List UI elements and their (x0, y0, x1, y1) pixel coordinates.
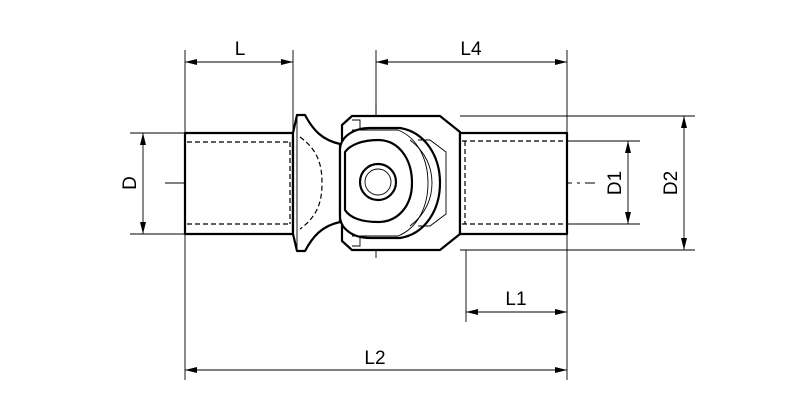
label-L2: L2 (364, 348, 385, 369)
label-D1: D1 (605, 171, 626, 195)
left-hub (183, 131, 295, 236)
label-D: D (120, 176, 141, 190)
center-fork (338, 114, 462, 252)
label-L4: L4 (460, 39, 482, 60)
label-D2: D2 (661, 171, 682, 195)
label-L1: L1 (505, 289, 526, 310)
left-yoke (291, 113, 342, 253)
label-L: L (235, 39, 246, 60)
right-hub (458, 131, 569, 236)
